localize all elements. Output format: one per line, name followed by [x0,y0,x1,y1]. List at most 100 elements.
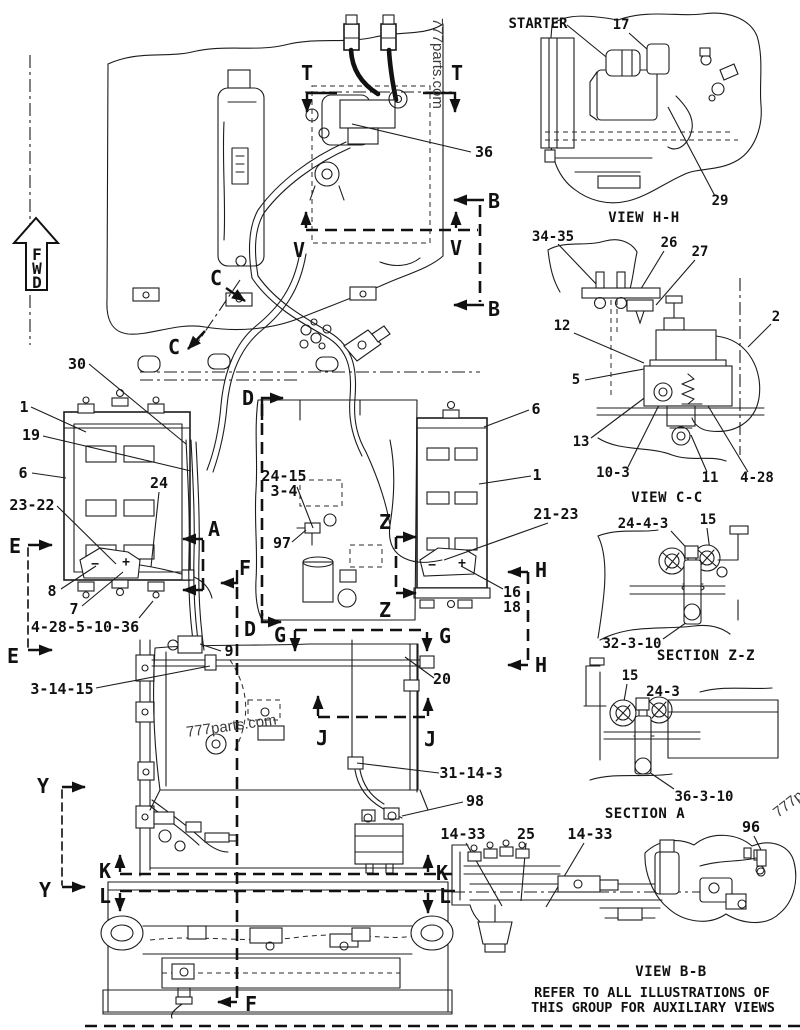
marker-k-right: K [436,861,448,885]
callout-8: 8 [47,582,56,600]
section-brackets [27,91,800,1028]
footer-note: REFER TO ALL ILLUSTRATIONS OF THIS GROUP… [531,985,775,1016]
callout-26: 26 [661,235,678,251]
marker-c-bottom: C [168,335,180,359]
callout-4-28: 4-28 [740,470,774,486]
marker-b-top: B [488,189,500,213]
callout-24: 24 [150,474,168,492]
callout-32-3-10: 32-3-10 [602,636,661,652]
engine-block-drawing [185,399,443,651]
marker-d-top: D [242,386,254,410]
callout-14-33-right: 14-33 [567,825,612,843]
front-frame-drawing [100,881,454,1019]
marker-j-left: J [316,726,328,750]
watermark-right-edge: 777parts.com [770,752,800,821]
battery-minus-mark: − [428,558,436,573]
callout-24-15: 24-15 [261,467,306,485]
callout-1-right: 1 [532,466,541,484]
callout-19: 19 [22,426,40,444]
callout-13: 13 [573,434,590,450]
view-bb: VIEW B-B [451,834,797,980]
callout-20: 20 [433,670,451,688]
section-zz: 24-4-3 15 32-3-10 SECTION Z-Z [597,512,755,664]
callout-25: 25 [517,825,535,843]
fwd-letter-d: D [32,273,42,292]
callout-3-4: 3-4 [270,482,297,500]
view-hh: STARTER 17 29 VIEW H-H [508,12,762,226]
callout-30: 30 [68,355,86,373]
callout-14-33-left: 14-33 [440,825,485,843]
marker-l-left: L [99,884,111,908]
view-cc: 34-35 26 27 2 12 5 13 10-3 11 4-28 VIEW … [532,229,780,506]
callout-34-35: 34-35 [532,229,574,245]
marker-c-top: C [210,266,222,290]
view-bb-title: VIEW B-B [635,964,706,980]
watermark-top-right: 777parts.com [429,18,446,109]
marker-g-right: G [439,624,451,648]
callout-36-3-10: 36-3-10 [674,789,733,805]
callout-3-14-15: 3-14-15 [30,680,93,698]
marker-y-bottom: Y [39,878,51,902]
marker-f-top: F [239,556,251,580]
callout-24-4-3: 24-4-3 [618,516,669,532]
callout-11: 11 [702,470,719,486]
callout-7: 7 [69,600,78,618]
marker-z-bottom: Z [379,598,391,622]
callout-16: 16 [503,583,521,601]
callout-4-28-5-10-36: 4-28-5-10-36 [31,618,139,636]
callout-15-zz: 15 [700,512,717,528]
callout-6-left: 6 [18,464,27,482]
watermarks: 777parts.com 777parts.com 777parts.com [185,18,800,821]
marker-h-top: H [535,558,547,582]
hydraulic-tank-drawing [135,635,435,877]
marker-v-left: V [293,238,305,262]
right-battery-drawing: − + [413,400,491,609]
callout-17: 17 [613,17,630,33]
marker-t-right: T [451,61,463,85]
fwd-letter-w: W [32,259,42,278]
view-hh-title: VIEW H-H [608,210,679,226]
section-a-title: SECTION A [605,806,685,822]
callout-36: 36 [475,143,493,161]
section-letters: T T B B V V C C D D E E F F A Z Z G G H … [7,61,547,1016]
callout-5: 5 [572,372,580,388]
battery-minus-mark: − [91,557,99,572]
callout-23-22: 23-22 [9,496,54,514]
section-a: 15 24-3 36-3-10 SECTION A [583,657,779,822]
callout-1-left: 1 [19,398,28,416]
footer-line-1: REFER TO ALL ILLUSTRATIONS OF [534,985,770,1001]
marker-l-right: L [439,884,451,908]
left-battery-drawing: − + [63,388,213,599]
fwd-arrow: F W D [11,216,61,292]
engine-top-view-drawing [29,14,452,345]
callout-31-14-3: 31-14-3 [439,764,502,782]
callout-2: 2 [772,309,780,325]
main-callouts: 36 30 1 19 6 23-22 24 8 7 4-28-5-10-36 9… [9,143,760,843]
callout-15-sa: 15 [622,668,639,684]
marker-j-right: J [424,727,436,751]
marker-t-left: T [301,61,313,85]
callout-21-23: 21-23 [533,505,578,523]
callout-10-3: 10-3 [596,465,630,481]
marker-e-bottom: E [7,644,19,668]
marker-v-right: V [450,236,462,260]
marker-g-left: G [274,623,286,647]
fwd-letter-f: F [32,245,42,264]
callout-29: 29 [712,193,729,209]
marker-y-top: Y [37,774,49,798]
view-cc-title: VIEW C-C [631,490,702,506]
marker-f-bottom: F [245,992,257,1016]
marker-k-left: K [99,859,111,883]
footer-line-2: THIS GROUP FOR AUXILIARY VIEWS [531,1000,775,1016]
callout-96: 96 [742,818,760,836]
battery-plus-mark: + [458,556,466,571]
battery-plus-mark: + [122,555,130,570]
marker-z-top: Z [379,510,391,534]
marker-b-bottom: B [488,297,500,321]
section-zz-title: SECTION Z-Z [657,648,755,664]
callout-24-3: 24-3 [646,684,680,700]
callout-18: 18 [503,598,521,616]
callout-27: 27 [692,244,709,260]
